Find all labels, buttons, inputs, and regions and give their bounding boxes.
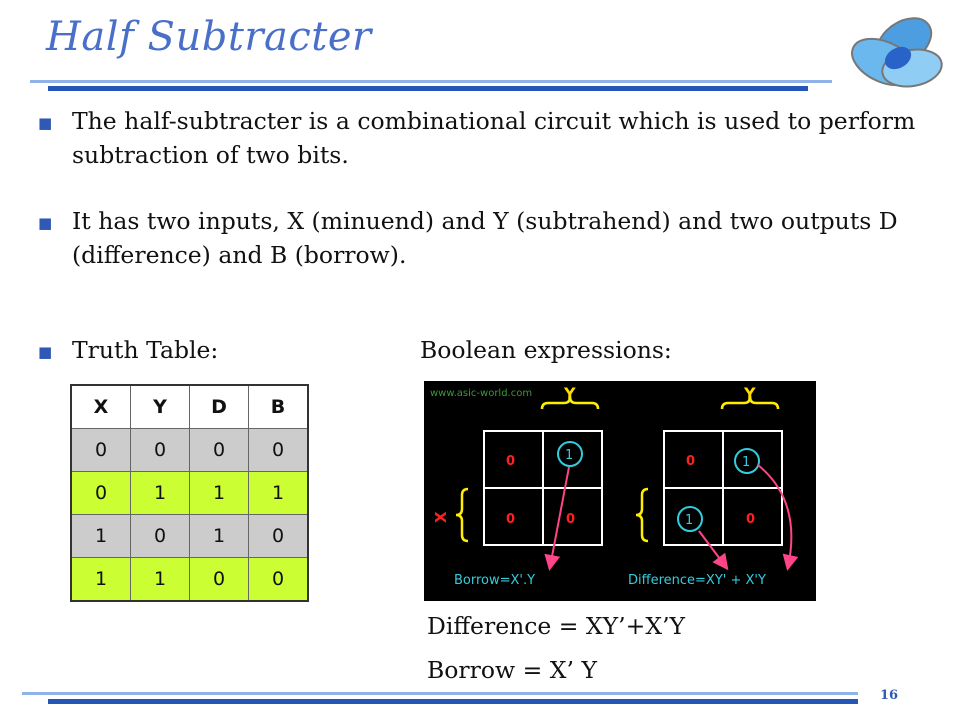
- kmap-y-label: Y: [563, 384, 576, 403]
- bullet-icon: ■: [38, 214, 53, 232]
- kmap-brace: [540, 396, 600, 410]
- kmap-arrow: [698, 530, 729, 571]
- table-cell: 1: [130, 471, 190, 515]
- table-cell: 1: [70, 514, 131, 558]
- difference-expression: Difference = XY’+X’Y: [427, 612, 686, 640]
- bullet-icon: ■: [38, 343, 53, 361]
- kmap-watermark: www.asic-world.com: [430, 388, 532, 399]
- kmap-right-caption: Difference=XY' + X'Y: [628, 573, 766, 588]
- kmap-y-label: Y: [743, 384, 756, 403]
- kmap-x-label: X: [432, 511, 450, 523]
- table-cell: 0: [248, 514, 309, 558]
- header-cell: B: [248, 384, 309, 429]
- table-cell: 1: [130, 557, 190, 602]
- table-row: 1 0 1 0: [70, 514, 309, 558]
- bullet-text-3: Truth Table:: [72, 336, 219, 364]
- table-cell: 0: [70, 471, 131, 515]
- table-row: 1 1 0 0: [70, 557, 309, 602]
- header-cell: D: [189, 384, 249, 429]
- karnaugh-map-image: www.asic-world.com Y 0 1 0 0 X Borrow=X'…: [424, 381, 816, 601]
- kmap-cell: 1: [565, 448, 573, 463]
- kmap-cell: 0: [506, 454, 515, 469]
- kmap-brace: [720, 396, 780, 410]
- kmap-arrow: [544, 466, 570, 571]
- table-cell: 0: [130, 428, 190, 472]
- table-cell: 1: [70, 557, 131, 602]
- boolean-expressions-title: Boolean expressions:: [420, 336, 672, 364]
- table-cell: 0: [70, 428, 131, 472]
- table-row: 0 1 1 1: [70, 471, 309, 515]
- kmap-arrow: [757, 464, 799, 571]
- kmap-cell: 0: [746, 512, 755, 527]
- kmap-circle: [557, 441, 583, 467]
- title-rule-accent: [48, 86, 808, 91]
- table-cell: 0: [189, 557, 249, 602]
- table-cell: 0: [189, 428, 249, 472]
- kmap-cell: 1: [742, 455, 750, 470]
- footer-rule-accent: [48, 699, 858, 704]
- table-cell: 0: [130, 514, 190, 558]
- table-row: 0 0 0 0: [70, 428, 309, 472]
- slide-title: Half Subtracter: [46, 14, 372, 60]
- bullet-text-2: It has two inputs, X (minuend) and Y (su…: [72, 207, 898, 269]
- table-cell: 1: [248, 471, 309, 515]
- kmap-cell: 0: [686, 454, 695, 469]
- kmap-circle: [677, 506, 703, 532]
- table-cell: 1: [189, 471, 249, 515]
- kmap-brace: [635, 487, 649, 543]
- logo-icon: [851, 17, 943, 88]
- borrow-expression: Borrow = X’ Y: [427, 656, 597, 684]
- header-cell: X: [70, 384, 131, 429]
- kmap-background: [424, 381, 816, 601]
- kmap-cell: 0: [566, 512, 575, 527]
- kmap-cell: 0: [506, 512, 515, 527]
- header-cell: Y: [130, 384, 190, 429]
- table-cell: 1: [189, 514, 249, 558]
- kmap-grid-left: [483, 430, 603, 546]
- kmap-left-caption: Borrow=X'.Y: [454, 573, 535, 588]
- kmap-grid-right: [663, 430, 783, 546]
- bullet-text-1: The half-subtracter is a combinational c…: [72, 107, 916, 169]
- kmap-circle: [734, 448, 760, 474]
- kmap-brace: [455, 487, 469, 543]
- kmap-cell: 1: [685, 513, 693, 528]
- title-rule: [30, 80, 832, 83]
- table-cell: 0: [248, 557, 309, 602]
- table-cell: 0: [248, 428, 309, 472]
- truth-table-header: X Y D B: [70, 384, 309, 429]
- page-number: 16: [880, 688, 899, 703]
- truth-table: X Y D B 0 0 0 0 0 1 1 1 1 0 1 0 1 1 0 0: [70, 384, 309, 602]
- footer-rule: [22, 692, 858, 695]
- bullet-icon: ■: [38, 114, 53, 132]
